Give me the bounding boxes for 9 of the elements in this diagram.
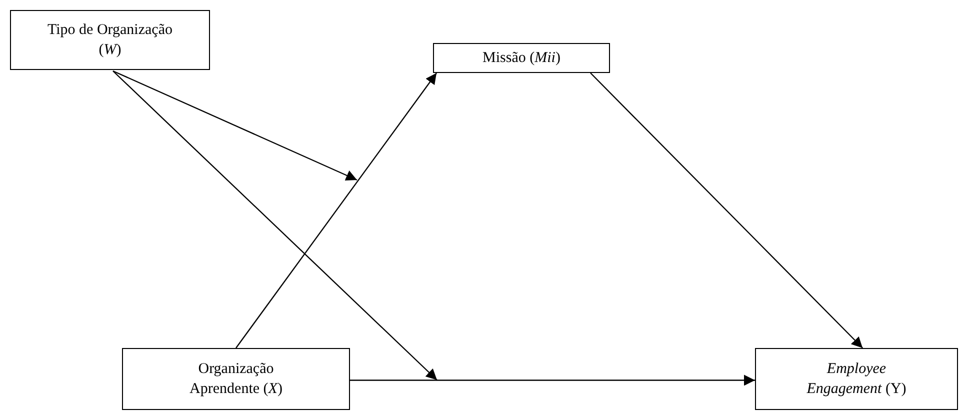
text-box: Tipo de Organização (W)	[10, 10, 210, 70]
arrow	[590, 72, 864, 348]
arrow	[112, 70, 438, 380]
arrow	[112, 70, 358, 181]
text-box: Missão (Mii)	[433, 43, 610, 73]
arrow	[236, 72, 438, 348]
text-box: Employee Engagement (Y)	[755, 348, 958, 410]
text-box: Organização Aprendente (X)	[122, 348, 350, 410]
arrow	[350, 374, 755, 386]
